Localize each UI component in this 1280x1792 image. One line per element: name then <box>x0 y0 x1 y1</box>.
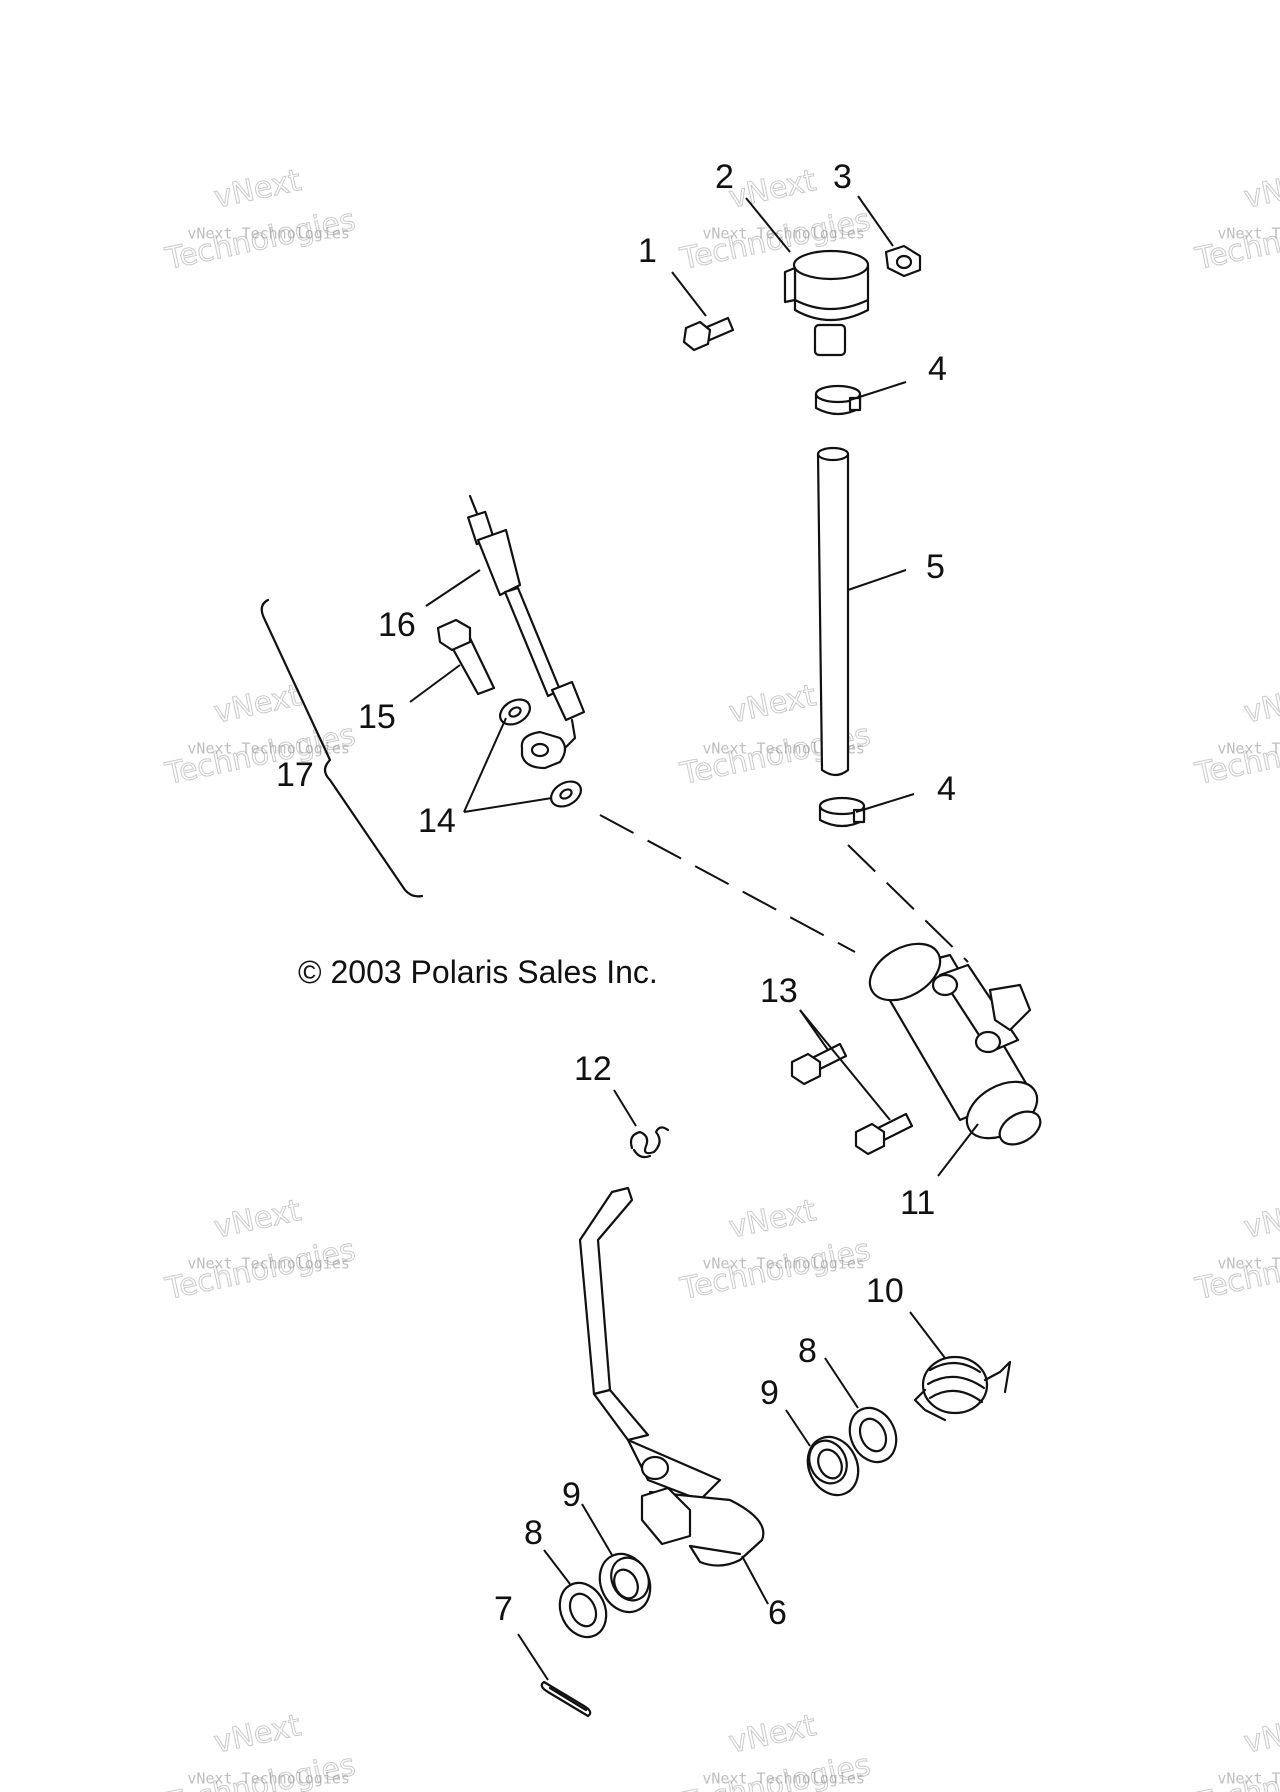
brake-pedal-part-6 <box>578 1186 765 1567</box>
callout-5: 5 <box>926 548 945 586</box>
callout-17: 17 <box>276 756 314 794</box>
svg-text:vNext Technologies: vNext Technologies <box>1217 224 1280 242</box>
callout-11: 11 <box>900 1184 935 1222</box>
watermark: vNext vNext Technologies Technologies <box>1191 1193 1280 1308</box>
callout-1: 1 <box>638 232 657 270</box>
svg-text:vNext: vNext <box>726 1708 819 1761</box>
svg-text:vNext: vNext <box>726 1193 819 1246</box>
svg-text:Technologies: Technologies <box>1192 1233 1280 1308</box>
spring-part-12 <box>629 1126 670 1159</box>
watermark: vNext vNext Technologies Technologies <box>676 1193 874 1308</box>
cotter-pin-part-7 <box>540 1680 592 1718</box>
bushing-part-9-left <box>598 1552 652 1614</box>
svg-text:vNext: vNext <box>211 1708 304 1761</box>
svg-text:vNext Technologies: vNext Technologies <box>702 224 865 242</box>
svg-text:Technologies: Technologies <box>162 203 359 278</box>
svg-text:vNext: vNext <box>1241 678 1280 731</box>
svg-text:vNext Technologies: vNext Technologies <box>187 1254 350 1272</box>
svg-text:vNext: vNext <box>211 678 304 731</box>
svg-text:vNext Technologies: vNext Technologies <box>1217 1769 1280 1787</box>
return-spring-part-10 <box>913 1355 1012 1422</box>
callouts: 1 2 3 4 5 4 16 15 17 14 13 12 11 10 8 9 … <box>276 158 956 1632</box>
callout-16: 16 <box>378 606 416 644</box>
svg-text:vNext: vNext <box>726 678 819 731</box>
hose-part-16 <box>467 494 586 770</box>
tube-part-5 <box>816 446 850 777</box>
callout-4-lower: 4 <box>937 770 956 808</box>
svg-text:vNext Technologies: vNext Technologies <box>187 224 350 242</box>
svg-text:Technologies: Technologies <box>1192 203 1280 278</box>
svg-text:vNext: vNext <box>1241 163 1280 216</box>
bolt-part-1 <box>682 316 735 352</box>
assembly-line-tube <box>847 844 969 963</box>
svg-text:vNext Technologies: vNext Technologies <box>1217 739 1280 757</box>
svg-text:vNext: vNext <box>211 1193 304 1246</box>
svg-text:vNext Technologies: vNext Technologies <box>702 1254 865 1272</box>
svg-text:vNext Technologies: vNext Technologies <box>187 1769 350 1787</box>
callout-8-left: 8 <box>524 1514 543 1552</box>
watermark: vNext vNext Technologies Technologies <box>161 1708 359 1792</box>
svg-text:Technologies: Technologies <box>677 1233 874 1308</box>
callout-6: 6 <box>768 1594 787 1632</box>
watermark: vNext vNext Technologies Technologies <box>161 163 359 278</box>
watermark: vNext vNext Technologies Technologies <box>161 1193 359 1308</box>
clamp-part-4-lower <box>818 796 866 828</box>
svg-text:vNext Technologies: vNext Technologies <box>187 739 350 757</box>
callout-4-upper: 4 <box>928 350 947 388</box>
washer-part-14-upper <box>498 698 532 726</box>
svg-text:vNext: vNext <box>1241 1193 1280 1246</box>
watermark: vNext vNext Technologies Technologies <box>676 1708 874 1792</box>
callout-13: 13 <box>760 972 798 1010</box>
callout-10: 10 <box>866 1272 904 1310</box>
callout-2: 2 <box>715 158 734 196</box>
bushing-part-9-right <box>806 1435 860 1497</box>
master-cylinder-part-11 <box>868 942 1042 1146</box>
callout-12: 12 <box>574 1050 612 1088</box>
svg-text:vNext: vNext <box>726 163 819 216</box>
svg-text:vNext Technologies: vNext Technologies <box>1217 1254 1280 1272</box>
nut-part-3 <box>884 244 922 278</box>
svg-text:vNext Technologies: vNext Technologies <box>702 1769 865 1787</box>
watermark: vNext vNext Technologies Technologies <box>1191 163 1280 278</box>
bolt-part-13-upper <box>790 1042 848 1086</box>
reservoir-part-2 <box>783 249 870 357</box>
callout-14: 14 <box>418 802 456 840</box>
clamp-part-4-upper <box>814 384 862 416</box>
svg-text:Technologies: Technologies <box>1192 718 1280 793</box>
watermark: vNext vNext Technologies Technologies <box>1191 678 1280 793</box>
svg-text:vNext: vNext <box>1241 1708 1280 1761</box>
callout-15: 15 <box>358 698 396 736</box>
banjo-bolt-part-15 <box>436 618 496 696</box>
callout-8-right: 8 <box>798 1332 817 1370</box>
copyright-notice: © 2003 Polaris Sales Inc. <box>298 954 658 990</box>
washer-part-8-left <box>558 1581 608 1639</box>
callout-9-right: 9 <box>760 1374 779 1412</box>
svg-text:Technologies: Technologies <box>162 718 359 793</box>
washer-part-8-right <box>848 1406 898 1464</box>
callout-3: 3 <box>833 158 852 196</box>
leader-lines <box>409 195 979 1681</box>
bolt-part-13-lower <box>854 1112 914 1156</box>
callout-7: 7 <box>494 1590 513 1628</box>
group-bracket <box>260 598 424 898</box>
svg-text:vNext: vNext <box>211 163 304 216</box>
callout-9-left: 9 <box>562 1476 581 1514</box>
assembly-line-hose <box>599 814 856 953</box>
watermark: vNext vNext Technologies Technologies <box>1191 1708 1280 1792</box>
svg-text:Technologies: Technologies <box>162 1233 359 1308</box>
washer-part-14-lower <box>549 780 583 808</box>
